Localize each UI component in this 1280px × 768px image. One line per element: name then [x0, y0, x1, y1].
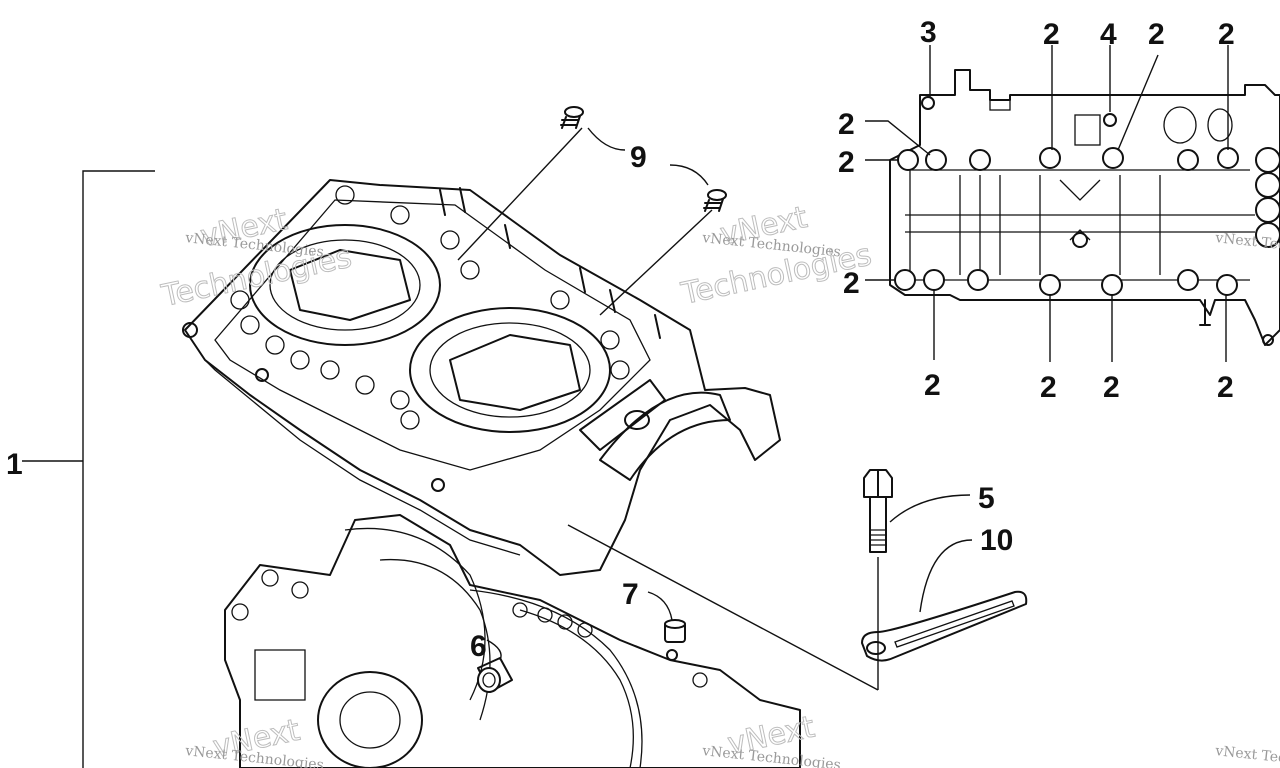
watermark-text: vNext Technologies: [1214, 743, 1280, 768]
callout-4: 4: [1100, 18, 1117, 51]
callout-2-top-b: 2: [1148, 18, 1165, 51]
callout-2-top-a: 2: [1043, 18, 1060, 51]
upper-crankcase[interactable]: [182, 179, 781, 576]
screw-left[interactable]: [560, 106, 584, 129]
callout-5: 5: [978, 482, 995, 515]
callout-2-left-c: 2: [843, 267, 860, 300]
callout-labels: 1 9 5 10 7 6 3 2 4 2 2 2 2 2 2 2 2 2: [6, 16, 1235, 663]
callout-10: 10: [980, 524, 1013, 557]
part-9-screws[interactable]: [560, 106, 727, 212]
callout-1: 1: [6, 448, 23, 481]
flange-holes: [230, 185, 630, 430]
callout-2-top-c: 2: [1218, 18, 1235, 51]
callout-2-left-a: 2: [838, 108, 855, 141]
callout-7: 7: [622, 578, 639, 611]
callout-2-bottom-d: 2: [1217, 371, 1234, 404]
callout-2-bottom-a: 2: [924, 369, 941, 402]
callout-6: 6: [470, 630, 487, 663]
detail-holes: [894, 96, 1280, 296]
lower-crankcase[interactable]: [224, 514, 801, 768]
leader-lines: [22, 45, 1229, 768]
part-7-plug[interactable]: [664, 619, 686, 661]
screw-right[interactable]: [703, 189, 727, 212]
part-6-dowel[interactable]: [477, 657, 513, 693]
part-10-tab-washer[interactable]: [861, 590, 1028, 662]
callout-2-left-b: 2: [838, 146, 855, 179]
callout-9: 9: [630, 141, 647, 174]
detail-view-upper-right[interactable]: [889, 69, 1280, 346]
part-5-bolt[interactable]: [863, 469, 893, 553]
callout-2-bottom-c: 2: [1103, 371, 1120, 404]
callout-2-bottom-b: 2: [1040, 371, 1057, 404]
callout-3: 3: [920, 16, 937, 49]
